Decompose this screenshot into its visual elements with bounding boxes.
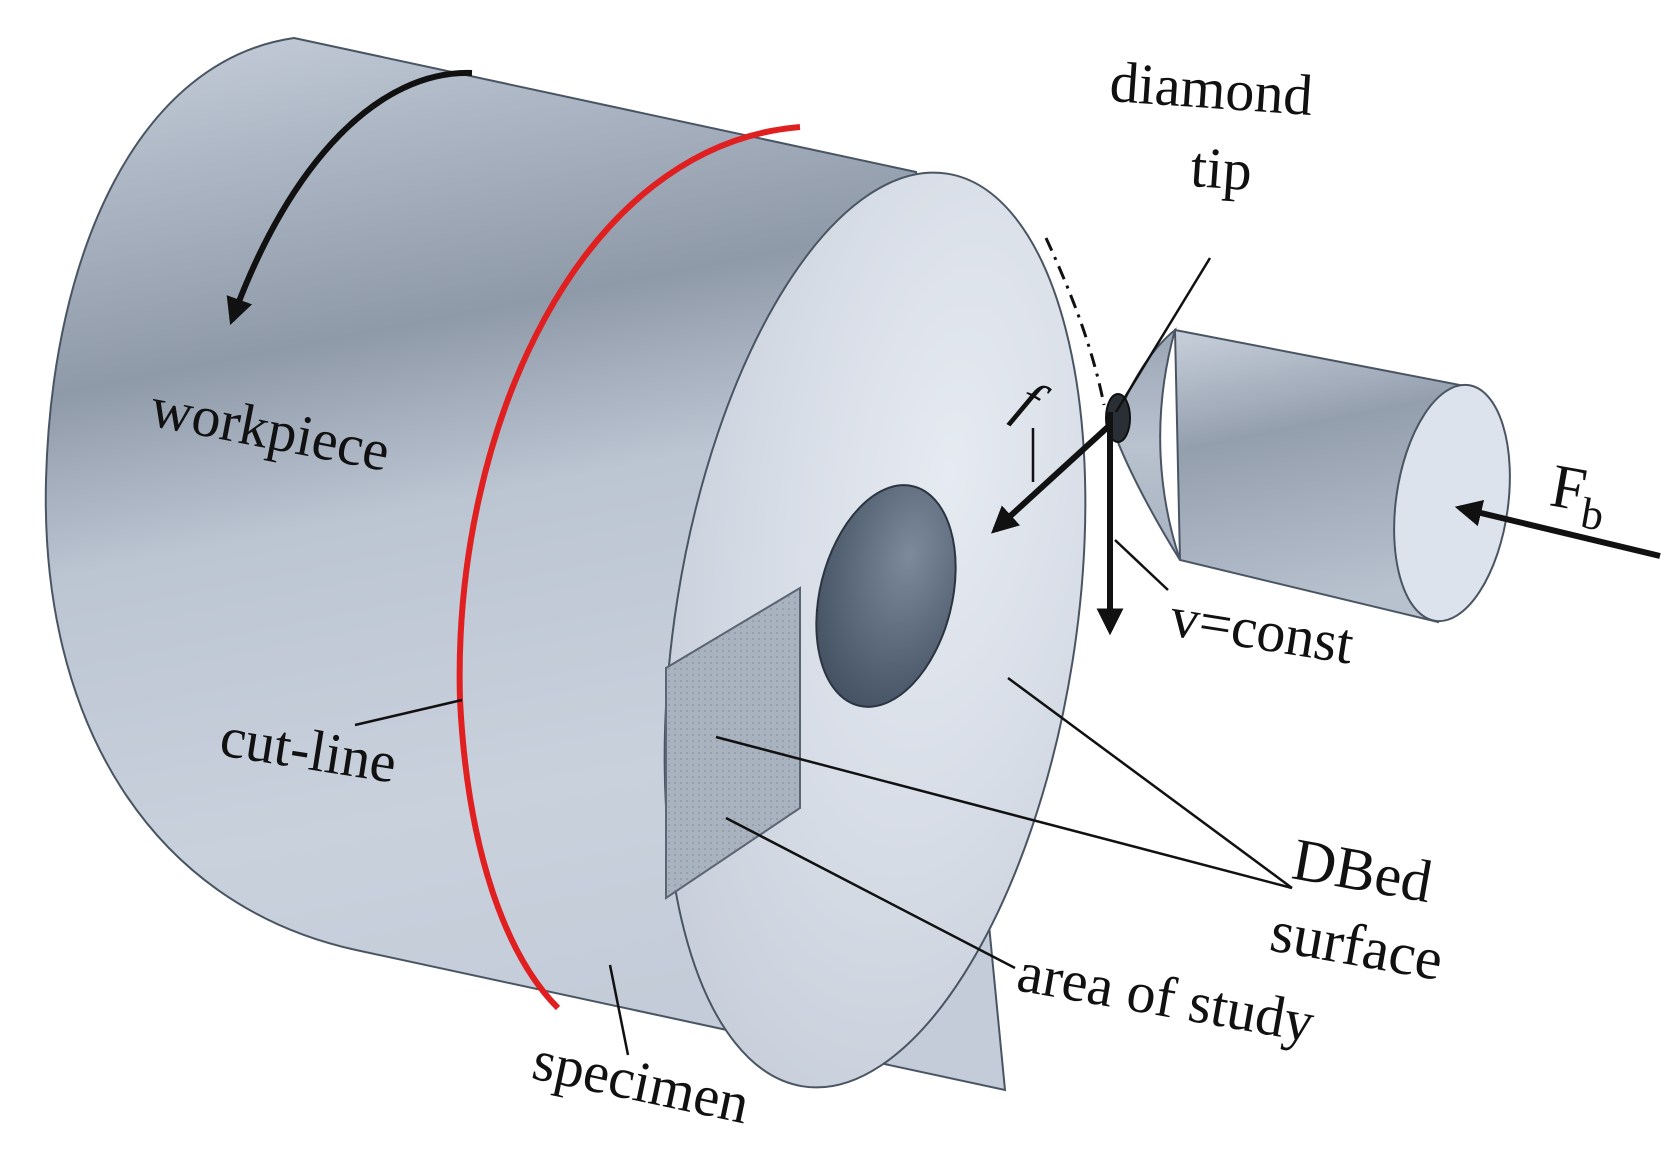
area-of-study-leader — [725, 816, 1016, 970]
specimen-label: specimen — [527, 1027, 755, 1136]
diamond-tip-leader — [1114, 257, 1212, 413]
diamond-tip-label-line2: tip — [1189, 134, 1255, 203]
dbed-label-line1: DBed — [1288, 826, 1437, 915]
tool-path-arc — [1044, 237, 1106, 406]
dbed-leader-2 — [715, 735, 1293, 890]
velocity-leader — [1114, 539, 1169, 591]
area-of-study-patch — [665, 586, 801, 900]
tool-cone — [1112, 327, 1181, 561]
force-arrow — [1454, 499, 1661, 559]
cut-line-leader — [354, 698, 463, 727]
force-label: Fb — [1543, 452, 1613, 541]
diamond-tip-label-line1: diamond — [1108, 49, 1315, 128]
center-bore — [815, 484, 957, 708]
cut-line-curve — [456, 124, 801, 1011]
tool-end-face — [1393, 383, 1511, 623]
feed-arrow — [991, 422, 1113, 534]
dbed-leader-1 — [1007, 676, 1293, 890]
specimen-leader — [608, 964, 630, 1056]
rotation-arrow — [226, 69, 473, 326]
v-const-label: v=const — [1166, 584, 1358, 677]
